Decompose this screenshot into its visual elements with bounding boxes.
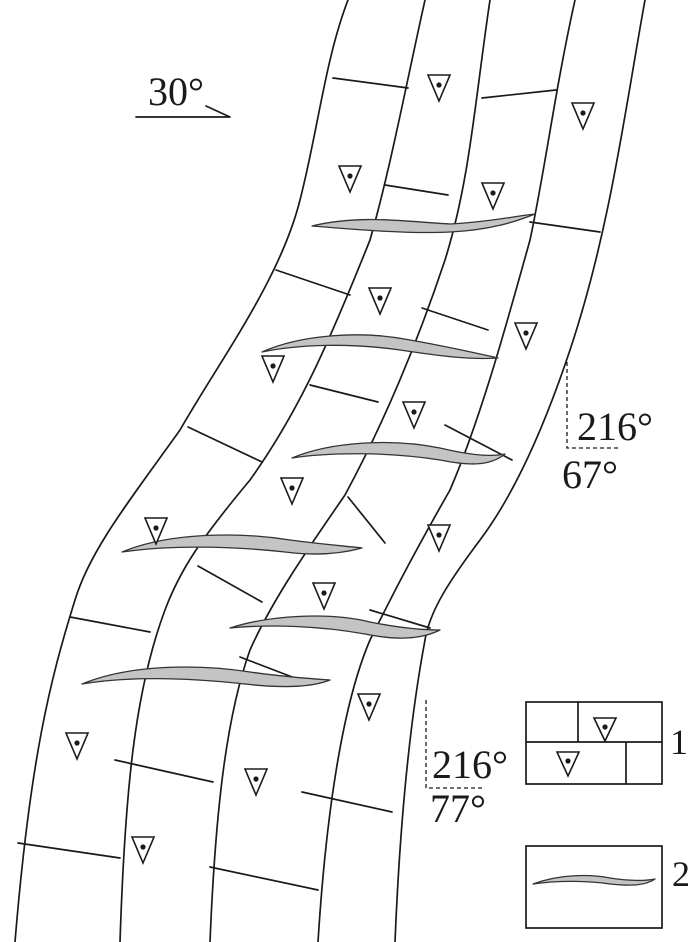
veins [81, 213, 536, 688]
boundary-line-4 [317, 0, 576, 942]
cross-fracture [301, 791, 393, 813]
vein [311, 213, 536, 234]
legend-1-number: 1 [670, 722, 688, 762]
cross-fracture [481, 89, 557, 99]
legend-2-number: 2 [672, 854, 690, 894]
direction-arrow [135, 105, 231, 118]
legend-item-2: 2 [525, 845, 690, 929]
cross-fracture [332, 77, 409, 89]
legend-item-1: 1 [525, 701, 688, 785]
direction-angle-label: 30° [148, 69, 204, 114]
cross-fracture [114, 759, 214, 783]
triangle-marker [243, 768, 269, 798]
triangle-marker [513, 322, 539, 352]
vein [261, 334, 499, 360]
boundary-line-5 [394, 0, 646, 942]
upper-orientation: 216° 67° [562, 362, 653, 497]
triangle-marker [311, 582, 337, 612]
triangle-marker [337, 165, 363, 195]
boundary-line-1 [14, 0, 349, 942]
cross-fracture [69, 616, 151, 633]
lower-orientation-dashed-guide [425, 700, 483, 789]
cross-fractures [17, 77, 601, 891]
cross-fracture [529, 221, 601, 233]
triangle-marker [143, 517, 169, 547]
lower-dip-label: 77° [430, 786, 486, 831]
cross-fracture [309, 384, 379, 403]
triangle-marker [480, 182, 506, 212]
vein [81, 666, 331, 688]
legend-2-vein-icon [532, 874, 656, 886]
upper-strike-label: 216° [577, 404, 653, 449]
cross-fracture [421, 307, 489, 331]
lower-orientation: 216° 77° [425, 700, 508, 831]
vein [121, 534, 363, 555]
legend-1-triangle-icon [592, 717, 618, 743]
triangle-marker [570, 102, 596, 132]
triangle-marker [426, 524, 452, 554]
vein [291, 441, 506, 465]
legend-2-box [525, 845, 663, 929]
legend-1-box [525, 701, 663, 785]
triangle-marker [426, 74, 452, 104]
cross-fracture [187, 426, 263, 463]
boundary-line-3 [209, 0, 491, 942]
cross-fracture [347, 496, 386, 544]
triangle-marker [260, 355, 286, 385]
cross-fracture [17, 842, 121, 859]
legend-1-block-lines [525, 701, 663, 785]
cross-fracture [275, 269, 351, 296]
direction-indicator: 30° [135, 69, 231, 118]
boundary-line-2 [119, 0, 426, 942]
triangle-marker [279, 477, 305, 507]
legend: 1 2 [525, 701, 690, 929]
triangle-marker [64, 732, 90, 762]
triangle-marker [130, 836, 156, 866]
zone-boundaries [14, 0, 646, 942]
triangle-marker [356, 693, 382, 723]
triangle-marker [367, 287, 393, 317]
upper-dip-label: 67° [562, 452, 618, 497]
cross-fracture [384, 184, 449, 196]
upper-orientation-dashed-guide [566, 362, 620, 449]
vein [229, 615, 441, 639]
cross-fracture [209, 866, 319, 891]
cross-fracture [369, 609, 431, 629]
lower-strike-label: 216° [432, 742, 508, 787]
cross-fracture [197, 565, 263, 603]
legend-1-triangle-icon [555, 751, 581, 778]
triangle-marker [401, 401, 427, 431]
triangle-markers [64, 74, 596, 866]
